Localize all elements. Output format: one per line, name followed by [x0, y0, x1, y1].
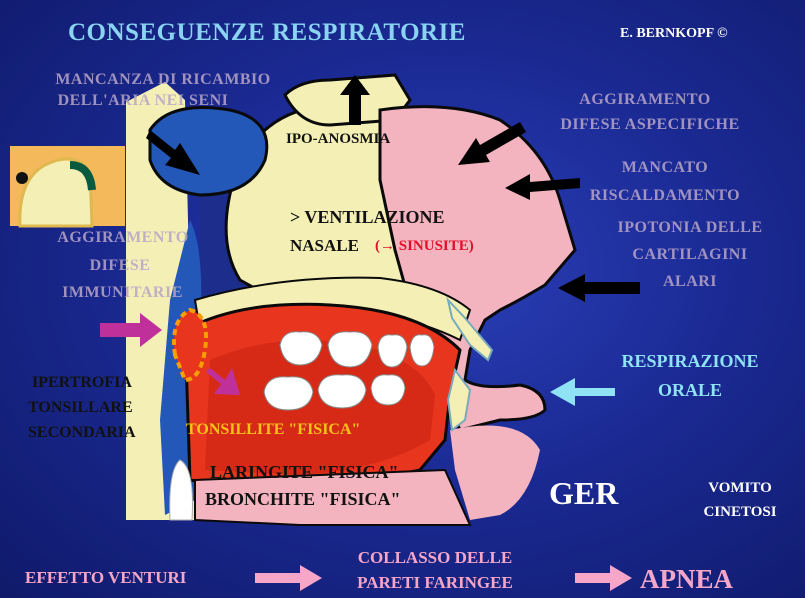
label-ipotonia-line1: IPOTONIA DELLE [585, 220, 795, 237]
label-respirazione-line2: ORALE [640, 381, 740, 400]
lower-teeth [264, 375, 405, 410]
label-bronchite: BRONCHITE "FISICA" [205, 490, 401, 509]
label-aggiramento-aspec-line1: AGGIRAMENTO [540, 92, 750, 109]
label-respirazione-line1: RESPIRAZIONE [595, 352, 785, 371]
label-aggiramento-imm-line2: DIFESE [65, 258, 175, 275]
chin [450, 426, 540, 521]
label-ger: GER [549, 477, 618, 511]
arrow-nose-low-icon [558, 274, 640, 302]
label-mancanza-line1: MANCANZA DI RICAMBIO [28, 72, 298, 89]
arrow-venturi-icon [255, 565, 322, 591]
label-ipotonia-line2: CARTILAGINI [595, 247, 785, 264]
label-sinusite: (→ SINUSITE) [375, 239, 474, 255]
label-vomito: VOMITO [690, 481, 790, 497]
label-aggiramento-imm-line1: AGGIRAMENTO [28, 230, 218, 247]
label-effetto-venturi: EFFETTO VENTURI [25, 569, 186, 587]
label-tonsillite: TONSILLITE "FISICA" [186, 422, 360, 439]
label-ipertrofia-line3: SECONDARIA [28, 425, 136, 442]
label-collasso-line2: PARETI FARINGEE [330, 574, 540, 592]
arrow-oral-icon [550, 378, 615, 406]
label-mancato-line2: RISCALDAMENTO [555, 188, 775, 205]
label-cinetosi: CINETOSI [685, 505, 795, 521]
author-credit: E. BERNKOPF © [620, 27, 728, 42]
label-mancanza-line2: DELL'ARIA NEI SENI [28, 93, 258, 110]
label-ventilazione-line1: > VENTILAZIONE [290, 208, 444, 227]
label-aggiramento-aspec-line2: DIFESE ASPECIFICHE [520, 117, 780, 134]
label-ventilazione-line2: NASALE [290, 237, 359, 255]
label-ipo-anosmia: IPO-ANOSMIA [286, 132, 390, 148]
label-mancato-line1: MANCATO [590, 160, 740, 177]
inset-panel [10, 146, 125, 226]
label-ipotonia-line3: ALARI [640, 274, 740, 291]
label-ipertrofia-line2: TONSILLARE [28, 400, 133, 417]
slide-title: CONSEGUENZE RESPIRATORIE [68, 20, 466, 46]
label-apnea: APNEA [640, 565, 733, 593]
label-collasso-line1: COLLASSO DELLE [330, 549, 540, 567]
label-laringite: LARINGITE "FISICA" [210, 463, 399, 482]
label-ipertrofia-line1: IPERTROFIA [32, 375, 132, 392]
label-aggiramento-imm-line3: IMMUNITARIE [35, 285, 210, 302]
arrow-apnea-icon [575, 565, 632, 591]
